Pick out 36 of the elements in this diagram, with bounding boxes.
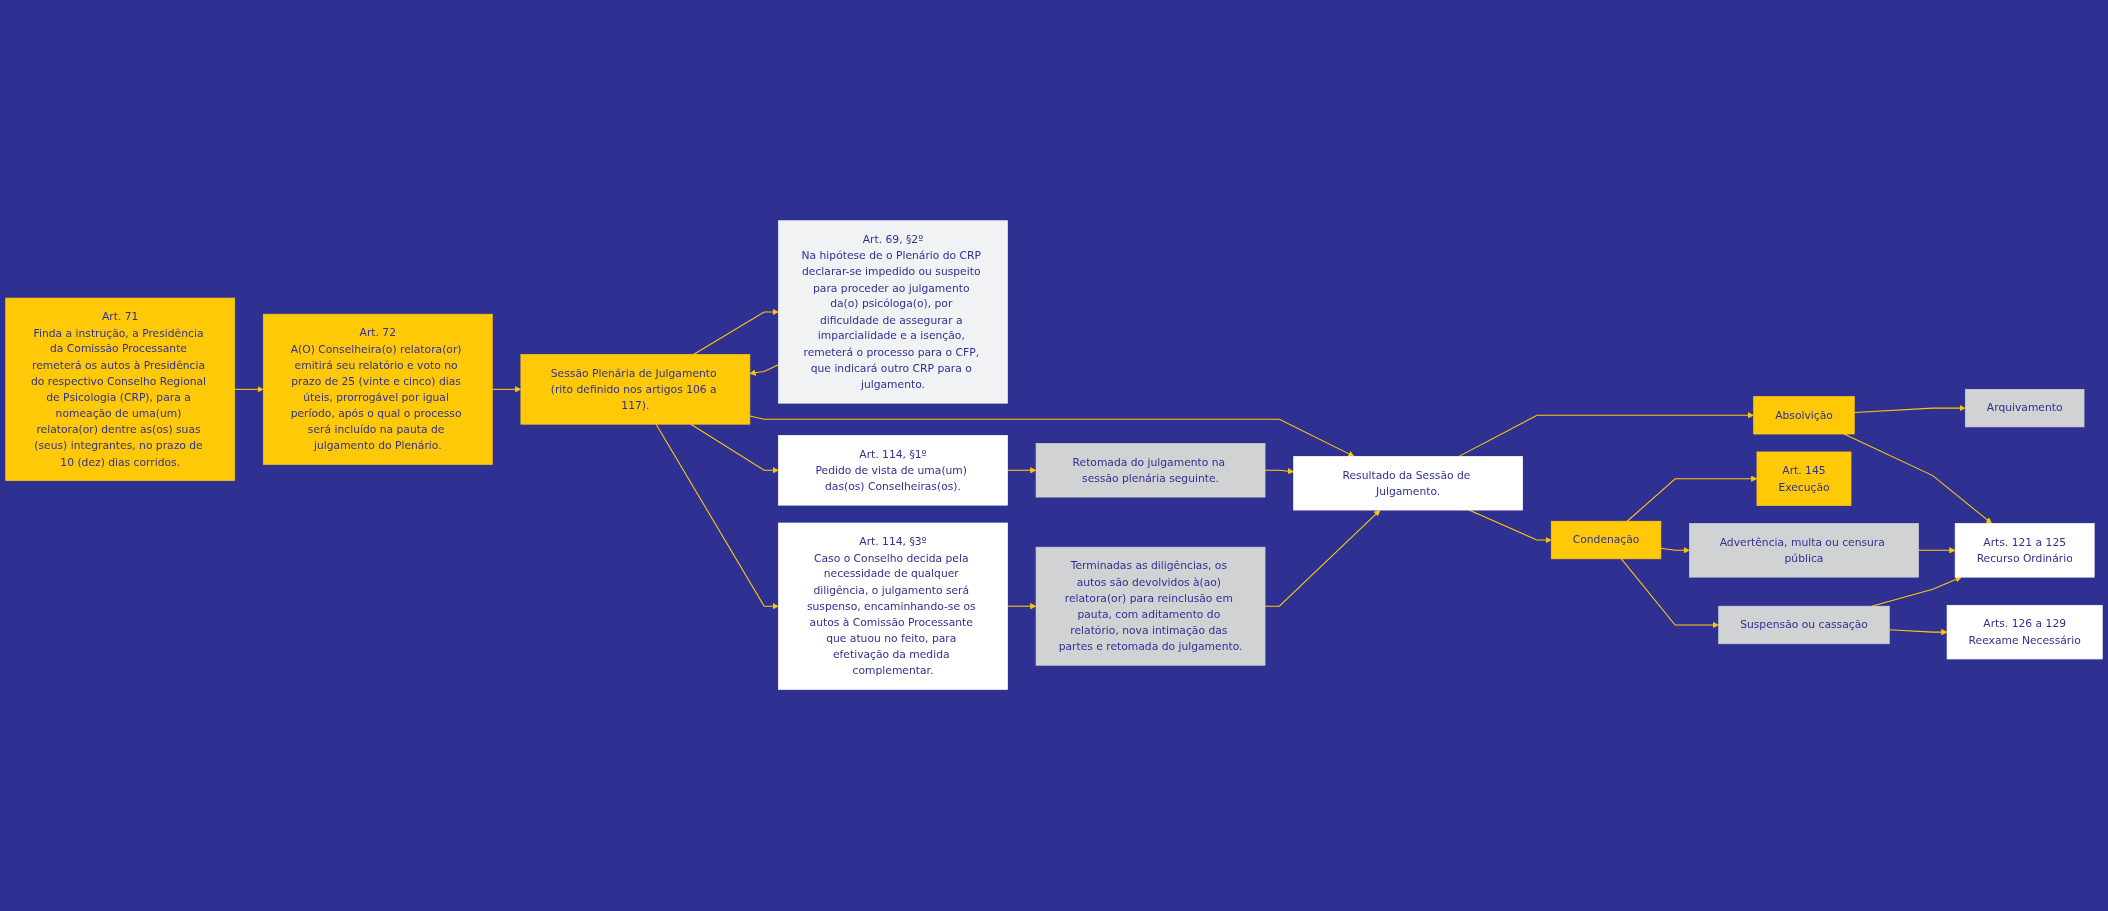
node-box: Absolvição (1753, 396, 1855, 435)
node-box: Art. 69, §2º Na hipótese de o Plenário do CRP declarar-se impedido ou suspeito para proceder ao julgamento da(o) psicóloga(o), por dificuldade de assegurar a imparcialidade e a isenção, remeterá o processo para o CFP, que indicará outro CRP para o julgamento. (778, 220, 1008, 404)
node-box: Advertência, multa ou censura pública (1689, 523, 1919, 578)
arrow (234, 386, 264, 393)
arrow (1264, 468, 1294, 475)
node-box: Sessão Plenária de Julgamento (rito definido nos artigos 106 a 117). (520, 354, 751, 425)
node-box: Retomada do julgamento na sessão plenária seguinte. (1035, 443, 1266, 498)
node-box: Art. 114, §3º Caso o Conselho decida pela necessidade de qualquer diligência, o julgamento será suspenso, encaminhando-se os autos à Comissão Processante que atuou no feito, para efetivação da medida complementar. (778, 523, 1008, 691)
arrow (1871, 576, 1962, 608)
node-box: Arts. 121 a 125 Recurso Ordinário (1954, 523, 2095, 578)
arrow (749, 364, 779, 377)
node-box: Arquivamento (1965, 389, 2085, 428)
node-box: Art. 72 A(O) Conselheira(o) relatora(or) emitirá seu relatório e voto no prazo de 25 (vinte e cinco) dias úteis, prorrogável por igual período, após o qual o processo será incluído na pauta de julgamento do Plenário. (262, 314, 493, 466)
node-box: Condenação (1550, 521, 1662, 560)
node-box: Art. 145 Execução (1756, 452, 1852, 507)
arrow (1458, 412, 1754, 458)
arrow (692, 309, 779, 356)
arrow (1006, 467, 1037, 474)
node-box: Art. 114, §1º Pedido de vista de uma(um) das(os) Conselheiras(os). (778, 435, 1008, 506)
arrow (1264, 510, 1381, 608)
arrow (1006, 603, 1037, 610)
arrow (1620, 558, 1719, 629)
node-box: Terminadas as diligências, os autos são devolvidos à(ao) relatora(or) para reinclusão em pauta, com aditamento do relatório, nova intimação das partes e retomada do julgamento. (1035, 547, 1266, 667)
arrow (1853, 405, 1966, 414)
node-box: Resultado da Sessão de Julgamento. (1293, 456, 1523, 511)
arrow (1626, 476, 1758, 523)
arrow (1888, 629, 1948, 636)
node-box: Art. 71 Finda a instrução, a Presidência da Comissão Processante remeterá os autos à Presidência do respectivo Conselho Regional de Psicologia (CRP), para a nomeação de uma(um) relatora(or) dentre as(os) suas (seus) integrantes, no prazo de 10 (dez) dias corridos. (5, 298, 236, 482)
arrow (491, 386, 522, 393)
node-box: Suspensão ou cassação (1718, 606, 1890, 645)
arrow (655, 424, 779, 610)
arrow (690, 424, 779, 474)
arrow (1660, 547, 1690, 554)
arrow (1917, 547, 1956, 554)
arrow (749, 415, 1355, 458)
node-box: Arts. 126 a 129 Reexame Necessário (1946, 605, 2103, 660)
